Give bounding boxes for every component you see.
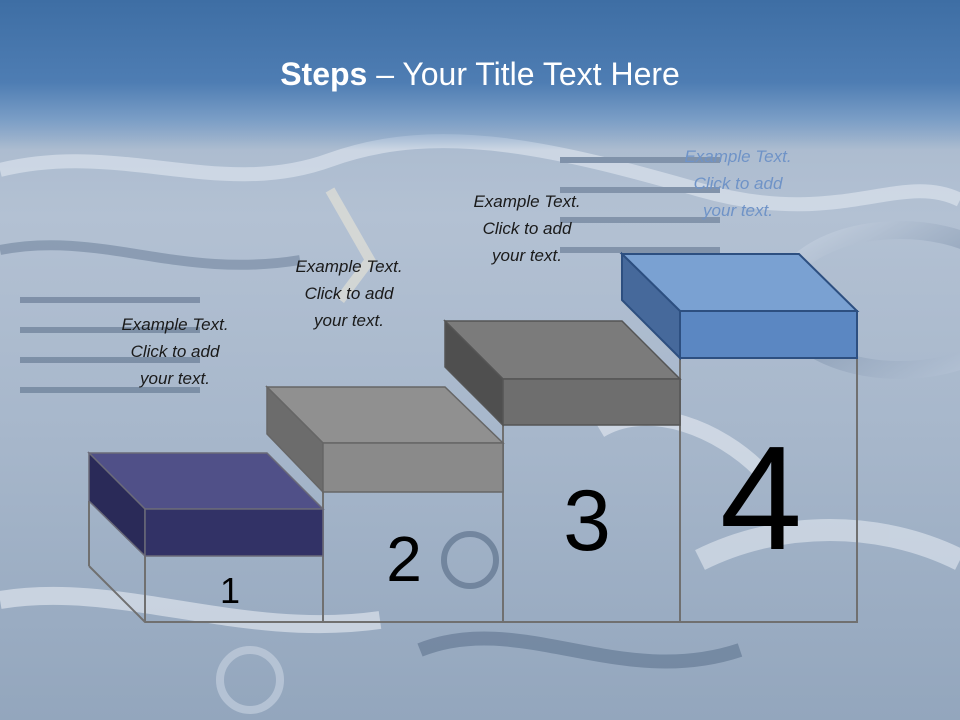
step-3-number: 3 [563, 473, 611, 569]
step-3-caption-line2: Click to add [482, 219, 572, 238]
page-title: Steps – Your Title Text Here [0, 52, 960, 96]
step-1-caption-line3: your text. [140, 369, 210, 388]
step-1-block[interactable] [87, 451, 325, 558]
step-4-caption-line2: Click to add [693, 174, 783, 193]
step-3-caption-line3: your text. [492, 246, 562, 265]
step-1-caption-line1: Example Text. [121, 315, 229, 334]
title-rest: – Your Title Text Here [367, 56, 680, 92]
step-2-caption-line3: your text. [314, 311, 384, 330]
step-1-number: 1 [219, 570, 241, 611]
step-2-caption-line2: Click to add [304, 284, 394, 303]
step-2-caption-line1: Example Text. [295, 257, 403, 276]
step-4-caption-line1: Example Text. [684, 147, 792, 166]
step-2-caption[interactable]: Example Text. Click to add your text. [259, 253, 439, 334]
title-bold: Steps [280, 56, 368, 92]
step-4-caption-line3: your text. [703, 201, 773, 220]
step-4-block[interactable] [619, 251, 860, 361]
title-band [0, 0, 960, 150]
step-4-caption[interactable]: Example Text. Click to add your text. [648, 143, 828, 224]
step-4-number: 4 [719, 416, 803, 581]
step-3-caption-line1: Example Text. [473, 192, 581, 211]
step-2-number: 2 [386, 523, 422, 595]
step-3-block[interactable] [443, 319, 682, 427]
step-2-block[interactable] [265, 385, 505, 494]
step-1-caption[interactable]: Example Text. Click to add your text. [85, 311, 265, 392]
step-3-caption[interactable]: Example Text. Click to add your text. [437, 188, 617, 269]
step-1-caption-line2: Click to add [130, 342, 220, 361]
